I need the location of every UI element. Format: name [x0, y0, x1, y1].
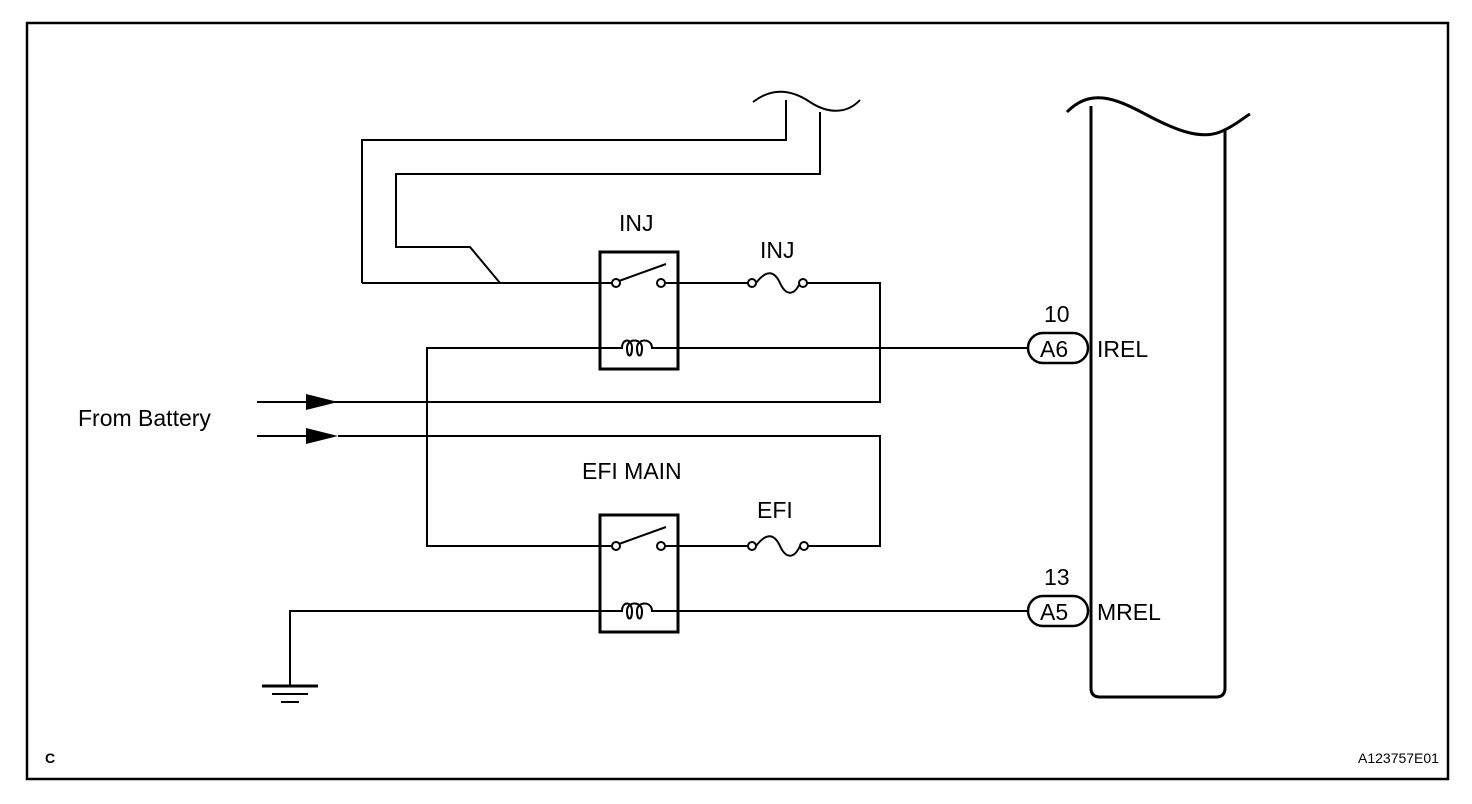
pin-mrel-name: MREL	[1097, 599, 1161, 625]
pin-mrel-number: 13	[1044, 564, 1070, 590]
inj-fuse-label: INJ	[760, 237, 795, 263]
connector-a6	[1026, 331, 1090, 365]
ecu-block	[1065, 96, 1251, 699]
efi-fuse	[747, 535, 809, 557]
figure-code: A123757E01	[1358, 750, 1439, 766]
inj-fuse	[747, 272, 808, 294]
inj-relay-label: INJ	[619, 210, 654, 236]
diagram-frame	[25, 21, 1450, 781]
ground-symbol	[262, 684, 318, 703]
connector-a5	[1026, 594, 1090, 628]
inj-relay	[598, 250, 680, 371]
pin-irel-connector: A6	[1040, 336, 1068, 362]
corner-letter: C	[45, 750, 55, 766]
pin-mrel-connector: A5	[1040, 599, 1068, 625]
efi-main-relay-label: EFI MAIN	[582, 458, 682, 484]
efi-fuse-label: EFI	[757, 497, 793, 523]
battery-arrows	[257, 394, 338, 444]
efi-main-relay	[598, 513, 680, 634]
pin-irel-number: 10	[1044, 301, 1070, 327]
inj-relay-upper-wiring	[361, 90, 861, 284]
pin-irel-name: IREL	[1097, 336, 1148, 362]
battery-label: From Battery	[78, 405, 211, 431]
